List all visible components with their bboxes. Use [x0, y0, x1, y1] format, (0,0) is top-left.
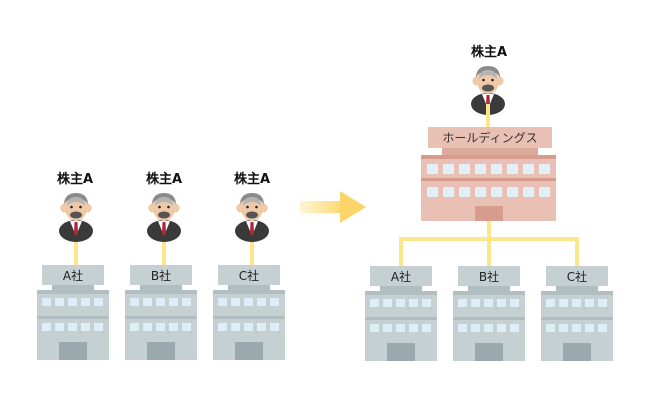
- ownership-line-b: [162, 230, 166, 266]
- ownership-line-a: [74, 230, 78, 266]
- company-sign-right-a: [370, 266, 432, 286]
- ownership-line-c: [250, 230, 254, 266]
- company-building-right-c: [541, 291, 613, 361]
- company-label-left-b: B社: [151, 268, 171, 283]
- ownership-line-holdings: [486, 104, 490, 128]
- shareholder-label-left-1: 株主A: [56, 172, 94, 187]
- holdings-sign: [428, 127, 552, 148]
- company-building-left-a: [37, 290, 109, 360]
- company-building-right-a: [365, 291, 437, 361]
- company-sign-right-b: [458, 266, 520, 286]
- company-label-left-a: A社: [63, 268, 83, 283]
- shareholder-label-left-3: 株主A: [233, 172, 271, 187]
- subsidiary-connector-lines: [399, 221, 579, 267]
- company-label-right-a: A社: [391, 269, 411, 284]
- shareholder-icon-left-2: [147, 193, 181, 242]
- company-sign-left-c: [218, 265, 280, 285]
- shareholder-label-right: 株主A: [470, 45, 508, 60]
- shareholder-label-left-2: 株主A: [145, 172, 183, 187]
- company-label-right-b: B社: [479, 269, 499, 284]
- company-sign-left-b: [130, 265, 192, 285]
- company-sign-left-a: [42, 265, 104, 285]
- shareholder-icon-left-1: [59, 193, 93, 242]
- holdings-label: ホールディングス: [442, 130, 537, 145]
- transition-arrow-icon: [300, 191, 366, 223]
- holdings-building: [421, 155, 556, 221]
- company-label-right-c: C社: [567, 269, 587, 284]
- company-sign-right-c: [546, 266, 608, 286]
- company-label-left-c: C社: [239, 268, 259, 283]
- company-building-left-c: [213, 290, 285, 360]
- shareholder-icon-left-3: [235, 193, 269, 242]
- company-building-right-b: [453, 291, 525, 361]
- company-building-left-b: [125, 290, 197, 360]
